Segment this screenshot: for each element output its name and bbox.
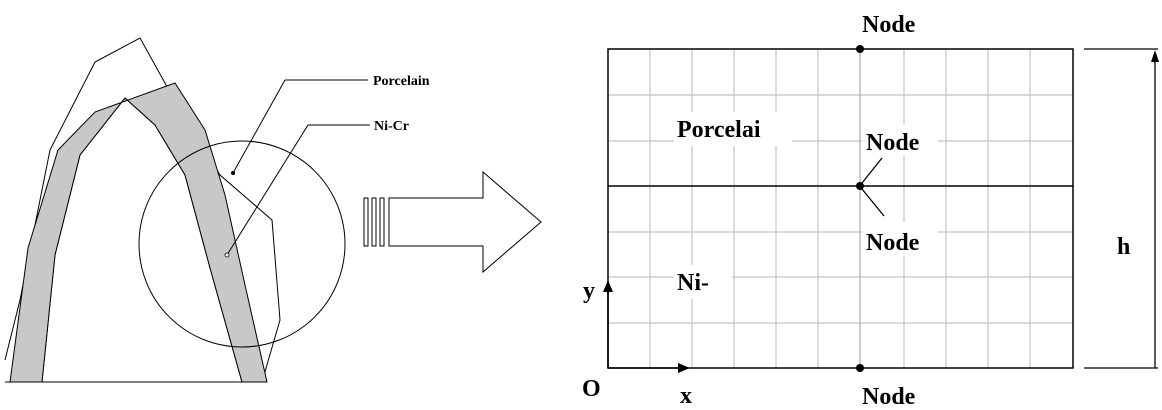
node-upper-bg: [862, 124, 938, 156]
transition-arrow: [363, 170, 542, 274]
mesh-figure: Node Node Node Node Porcelai Ni- h y x O: [582, 12, 1159, 410]
origin-label: O: [582, 376, 601, 402]
node-upper-pointer: [861, 157, 883, 184]
porcelain-region-label: Porcelai: [677, 117, 761, 143]
porcelain-label-bg: [674, 112, 792, 146]
y-axis-label: y: [583, 278, 595, 304]
porcelain-point: [231, 171, 235, 175]
axes: [603, 280, 690, 373]
node-bottom-dot: [856, 364, 864, 372]
block-arrow: [388, 170, 542, 274]
node-mid-dot: [856, 182, 864, 190]
height-label: h: [1117, 234, 1130, 260]
node-top-label: Node: [862, 12, 916, 38]
nicr-point: [224, 252, 230, 258]
nicr-label-bg: [674, 265, 732, 299]
arrow-stripe-3: [379, 197, 385, 247]
node-mid-lower-label: Node: [866, 230, 920, 256]
nicr-leader: [226, 124, 309, 256]
node-mid-upper-label: Node: [866, 130, 920, 156]
tooth-section: Porcelain Ni-Cr: [4, 37, 430, 383]
porcelain-label: Porcelain: [373, 74, 430, 89]
zoom-circle: [138, 140, 346, 348]
node-lower-bg: [862, 222, 938, 256]
nicr-layer: [9, 82, 268, 383]
nicr-label: Ni-Cr: [374, 119, 409, 134]
height-dimension: [1084, 48, 1159, 369]
node-top-dot: [856, 45, 864, 53]
mesh-grid: [608, 49, 1073, 368]
arrow-stripe-2: [371, 197, 377, 247]
arrow-stripe-1: [363, 197, 369, 247]
mesh-boundary: [607, 48, 1074, 369]
porcelain-leader: [232, 79, 286, 174]
nicr-region-label: Ni-: [677, 270, 709, 296]
node-bottom-label: Node: [862, 384, 916, 410]
node-lower-pointer: [861, 188, 885, 217]
x-axis-label: x: [680, 383, 692, 409]
